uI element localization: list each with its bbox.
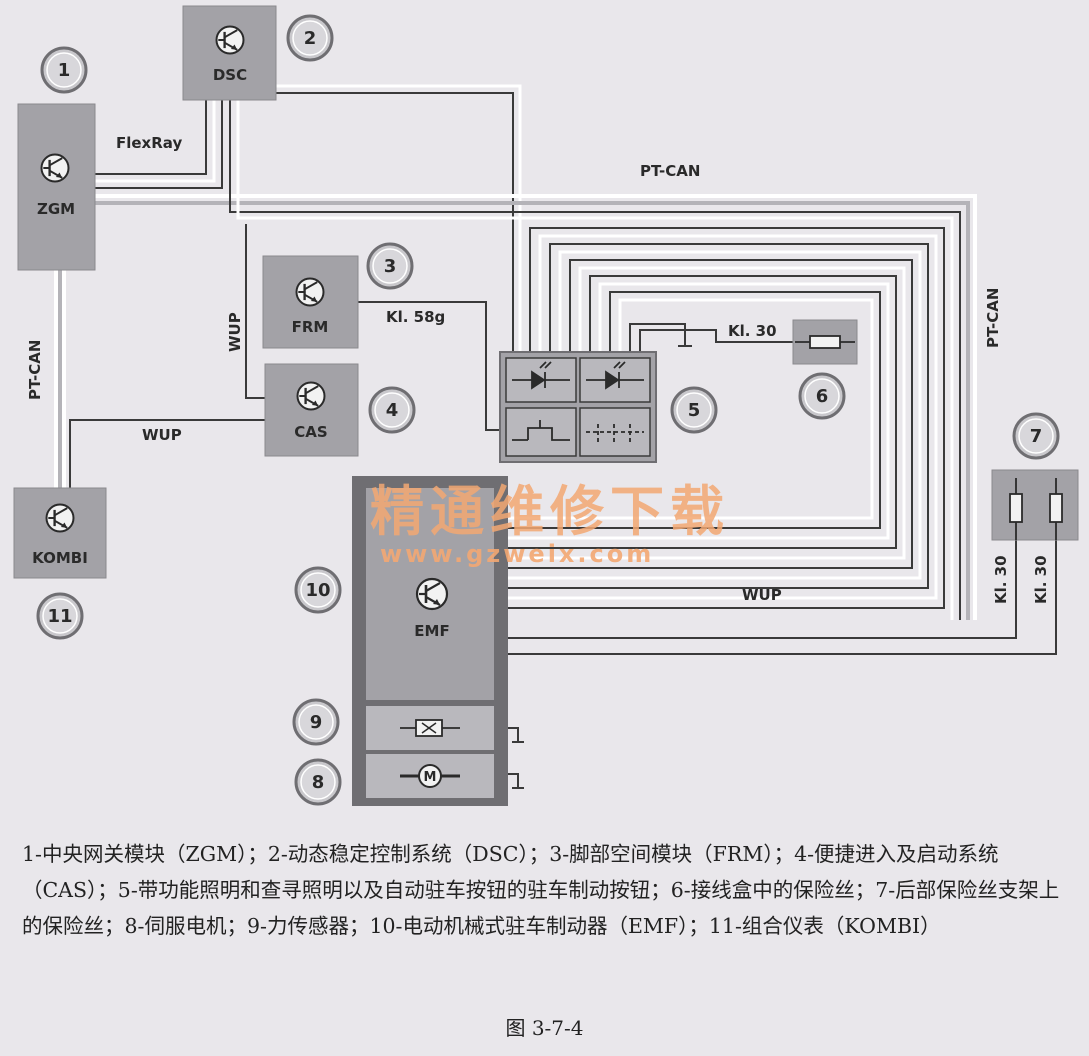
pt-can-top-label: PT-CAN <box>640 162 700 180</box>
callout-3: 3 <box>366 242 414 290</box>
svg-text:5: 5 <box>688 400 701 421</box>
callout-9: 9 <box>292 698 340 746</box>
junction-box-fuse <box>792 319 858 365</box>
led-icon <box>586 361 644 390</box>
transistor-icon <box>415 577 449 611</box>
transistor-icon <box>40 153 70 183</box>
fuse-icon <box>1009 493 1023 523</box>
parking-brake-button <box>499 351 657 463</box>
callout-4: 4 <box>368 386 416 434</box>
svg-text:6: 6 <box>816 386 829 407</box>
zgm-label: ZGM <box>37 200 75 218</box>
kl58g-label: Kl. 58g <box>386 308 445 326</box>
dsc-module: DSC <box>182 5 277 101</box>
transistor-icon <box>45 503 75 533</box>
flexray-label: FlexRay <box>116 134 182 152</box>
transistor-icon <box>295 277 325 307</box>
watermark-url: www.gzweix.com <box>380 540 654 568</box>
kombi-label: KOMBI <box>32 549 88 567</box>
kombi-module: KOMBI <box>13 487 107 579</box>
force-sensor-icon <box>400 719 460 737</box>
figure-label: 图 3-7-4 <box>505 1016 584 1040</box>
wup-vertical-label: WUP <box>226 312 244 352</box>
emf-module: EMF M <box>352 476 508 806</box>
cas-module: CAS <box>264 363 359 457</box>
svg-text:8: 8 <box>312 772 325 793</box>
callout-8: 8 <box>294 758 342 806</box>
rear-fuse-carrier <box>991 469 1079 541</box>
svg-text:11: 11 <box>47 606 72 627</box>
wire-bundles <box>54 84 1057 789</box>
zgm-module: ZGM <box>17 103 96 271</box>
switch-icon <box>512 420 570 441</box>
svg-text:4: 4 <box>386 400 399 421</box>
svg-text:3: 3 <box>384 256 397 277</box>
figure-caption: 1-中央网关模块（ZGM）；2-动态稳定控制系统（DSC）；3-脚部空间模块（F… <box>22 842 1060 938</box>
multi-switch-icon <box>586 424 644 442</box>
fuse-icon <box>1049 493 1063 523</box>
wup-bottom-label: WUP <box>742 586 782 604</box>
cas-label: CAS <box>294 423 327 441</box>
svg-text:9: 9 <box>310 712 323 733</box>
callout-6: 6 <box>798 372 846 420</box>
callout-7: 7 <box>1012 412 1060 460</box>
transistor-icon <box>215 25 245 55</box>
frm-label: FRM <box>292 318 329 336</box>
transistor-icon <box>296 381 326 411</box>
svg-text:2: 2 <box>304 28 317 49</box>
callout-11: 11 <box>36 592 84 640</box>
kl30-a-label: Kl. 30 <box>992 555 1010 604</box>
callout-1: 1 <box>40 46 88 94</box>
watermark-title: 精通维修下载 <box>370 480 730 543</box>
kl30-b-label: Kl. 30 <box>1032 555 1050 604</box>
kl30-fuse-label: Kl. 30 <box>728 322 777 340</box>
svg-text:10: 10 <box>305 580 330 601</box>
pt-can-right-label: PT-CAN <box>984 288 1002 348</box>
wiring-diagram: ZGM DSC FRM CAS KOMBI <box>13 5 1079 806</box>
pt-can-left-label: PT-CAN <box>26 340 44 400</box>
svg-text:1: 1 <box>58 60 71 81</box>
svg-text:M: M <box>424 770 437 785</box>
frm-module: FRM <box>262 255 359 349</box>
callout-10: 10 <box>294 566 342 614</box>
wup-cas-label: WUP <box>142 426 182 444</box>
callout-2: 2 <box>286 14 334 62</box>
callout-5: 5 <box>670 386 718 434</box>
emf-label: EMF <box>414 622 449 640</box>
motor-icon: M <box>400 764 460 788</box>
fuse-icon <box>809 335 841 349</box>
svg-text:7: 7 <box>1030 426 1043 447</box>
led-icon <box>512 361 570 390</box>
dsc-label: DSC <box>213 66 247 84</box>
